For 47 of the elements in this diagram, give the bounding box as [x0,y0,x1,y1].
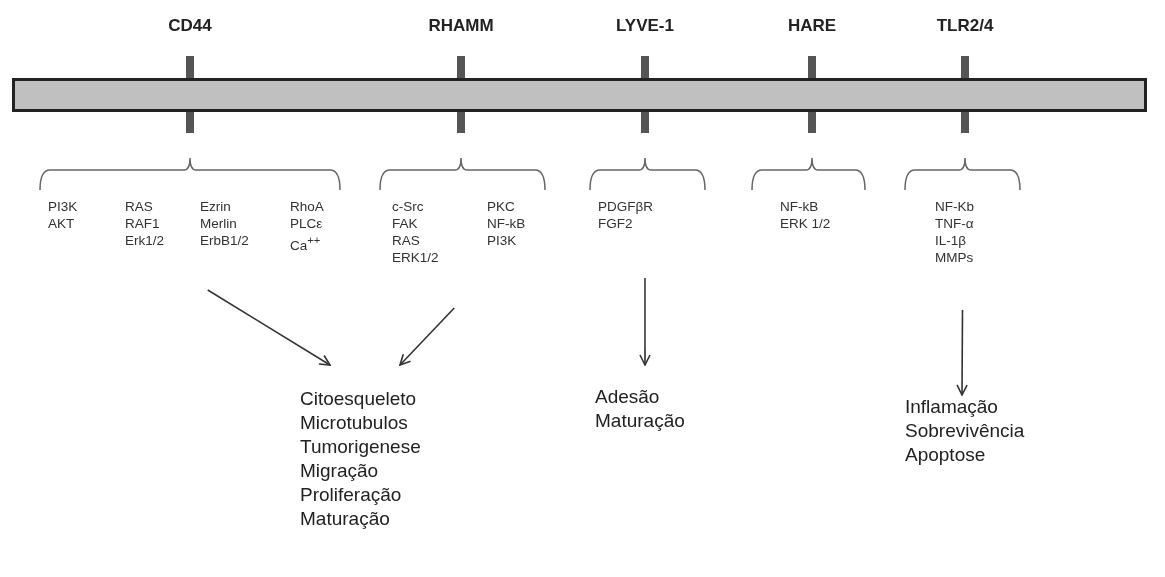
receptor-label: LYVE-1 [585,16,705,36]
signaling-molecule: RAS [392,232,420,249]
signaling-molecule: MMPs [935,249,974,266]
signaling-molecule: c-Src [392,198,424,215]
signaling-molecule: PKC [487,198,515,215]
receptor-label: CD44 [130,16,250,36]
signaling-molecule: NF-kB [780,198,819,215]
signaling-molecule: FAK [392,215,418,232]
effect-text: Sobrevivência [905,419,1025,443]
signaling-molecule: NF-kB [487,215,526,232]
signaling-molecule: PI3K [48,198,78,215]
effect-text: Adesão [595,385,660,409]
signaling-molecule: NF-Kb [935,198,974,215]
arrow [956,309,968,396]
arrow [639,277,651,366]
signaling-molecule: IL-1β [935,232,967,249]
signaling-molecule: ERK1/2 [392,249,439,266]
signaling-molecule: PI3K [487,232,517,249]
signaling-molecule: TNF-α [935,215,974,232]
signaling-molecule: PDGFβR [598,198,653,215]
membrane-bar [12,78,1147,112]
receptor-label: TLR2/4 [905,16,1025,36]
arrow [399,307,456,366]
signaling-molecule: Ezrin [200,198,231,215]
signaling-molecule: ErbB1/2 [200,232,249,249]
effect-text: Tumorigenese [300,435,421,459]
receptor-label: HARE [752,16,872,36]
signaling-molecule: FGF2 [598,215,633,232]
effect-text: Maturação [300,507,390,531]
effect-text: Apoptose [905,443,986,467]
signaling-molecule: RAF1 [125,215,160,232]
effect-text: Microtubulos [300,411,408,435]
effect-text: Migração [300,459,379,483]
signaling-molecule: RhoA [290,198,324,215]
signaling-molecule: RAS [125,198,153,215]
signaling-molecule: Merlin [200,215,237,232]
effect-text: Citoesqueleto [300,387,417,411]
effect-text: Proliferação [300,483,402,507]
signaling-molecule: ERK 1/2 [780,215,831,232]
effect-text: Inflamação [905,395,998,419]
signaling-molecule: PLCε [290,215,323,232]
arrow [206,289,331,366]
signaling-molecule: Ca$^{++}$ [290,233,321,254]
signaling-molecule: Erk1/2 [125,232,165,249]
receptor-label: RHAMM [401,16,521,36]
effect-text: Maturação [595,409,685,433]
signaling-molecule: AKT [48,215,75,232]
